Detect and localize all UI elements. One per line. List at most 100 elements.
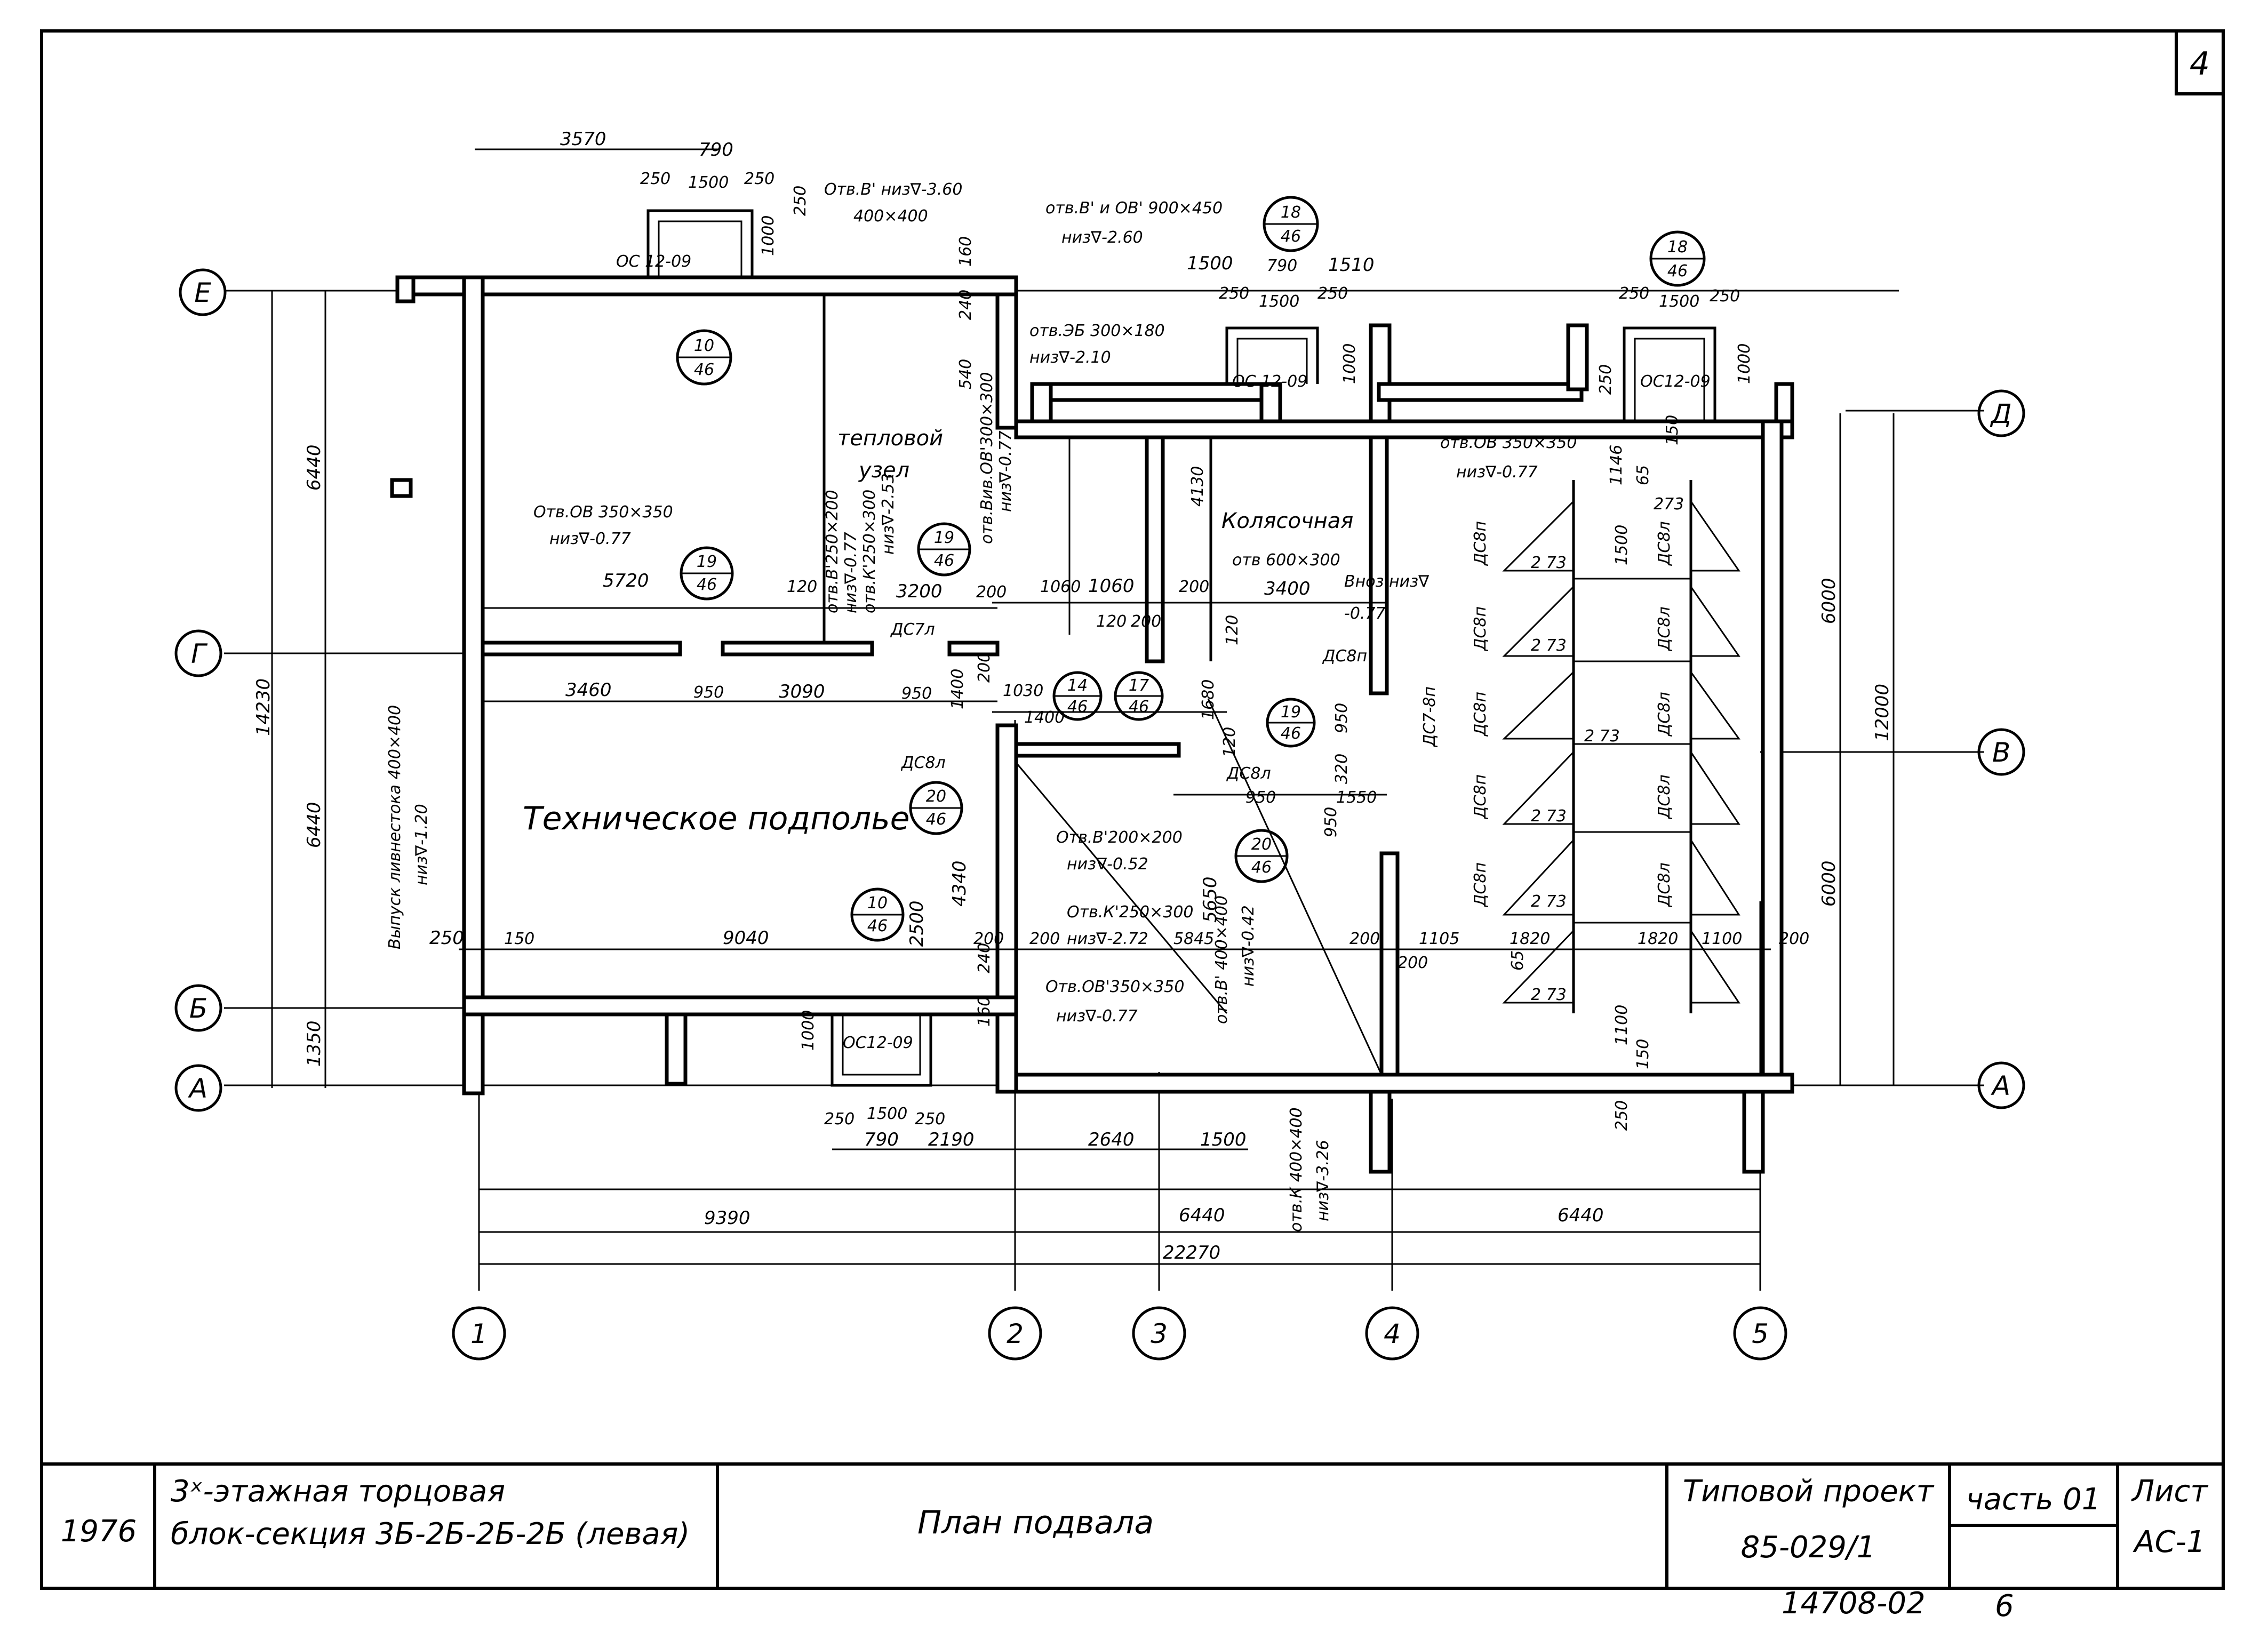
axis-col-3: 3 <box>1151 1318 1168 1349</box>
svg-text:1030: 1030 <box>1003 682 1043 700</box>
svg-text:1146: 1146 <box>1607 445 1626 485</box>
note-hole-ov350-b: низ∇-0.77 <box>1056 1007 1138 1026</box>
axis-row-G: Г <box>191 638 208 669</box>
walls <box>390 275 1794 1174</box>
axis-row-D: Д <box>1990 398 2011 429</box>
svg-text:200: 200 <box>973 930 1004 948</box>
svg-text:10: 10 <box>694 337 714 355</box>
svg-text:950: 950 <box>1245 788 1276 807</box>
callout: 14 46 <box>1052 671 1103 721</box>
svg-text:1510: 1510 <box>1328 254 1375 276</box>
svg-text:540: 540 <box>956 359 975 389</box>
note-window-3: ОС12-09 <box>1640 372 1711 391</box>
svg-text:4340: 4340 <box>949 860 970 907</box>
axis-row-E: Е <box>194 277 211 308</box>
svg-text:5720: 5720 <box>603 570 649 591</box>
note-hole-bov-b: низ∇-0.77 <box>996 430 1015 512</box>
svg-text:2190: 2190 <box>928 1129 975 1150</box>
svg-text:5845: 5845 <box>1173 930 1214 948</box>
svg-text:18: 18 <box>1281 203 1301 222</box>
axis-col-2: 2 <box>1007 1318 1024 1349</box>
note-hole-k250b-b: низ∇-2.53 <box>879 473 898 555</box>
svg-text:1820: 1820 <box>1638 930 1678 948</box>
dimension-texts: 3570 790 250 1500 250 1000 250 160 240 5… <box>253 129 1893 1263</box>
svg-text:3090: 3090 <box>779 681 825 702</box>
note-hole-600-c: -0.77 <box>1344 604 1386 623</box>
svg-text:1350: 1350 <box>304 1020 325 1067</box>
svg-text:250: 250 <box>1317 284 1348 303</box>
note-hole-b200-b: низ∇-0.52 <box>1067 855 1148 874</box>
callout: 19 46 <box>1266 698 1316 748</box>
svg-text:1000: 1000 <box>1340 343 1359 384</box>
svg-text:200: 200 <box>1779 930 1809 948</box>
svg-text:1500: 1500 <box>1187 253 1233 274</box>
svg-text:790: 790 <box>1267 257 1297 275</box>
note-hole-600: отв 600×300 <box>1232 551 1340 570</box>
svg-text:1680: 1680 <box>1199 679 1218 720</box>
tb-part-label: часть 01 <box>1966 1482 2101 1517</box>
svg-text:46: 46 <box>1129 698 1149 716</box>
svg-text:200: 200 <box>1397 954 1428 972</box>
callout: 19 46 <box>680 546 734 601</box>
svg-text:250: 250 <box>791 186 810 216</box>
svg-text:3400: 3400 <box>1264 578 1311 599</box>
svg-text:1500: 1500 <box>1200 1129 1247 1150</box>
svg-text:3460: 3460 <box>565 679 612 701</box>
svg-text:22270: 22270 <box>1163 1242 1220 1263</box>
storage-3: 2 73 <box>1584 727 1620 746</box>
svg-text:46: 46 <box>1281 724 1301 743</box>
svg-text:1550: 1550 <box>1336 788 1377 807</box>
svg-text:6440: 6440 <box>304 802 325 848</box>
storage-hatch-10: ДС8л <box>1655 862 1674 908</box>
room-heat-node-1: тепловой <box>837 426 943 451</box>
svg-text:160: 160 <box>956 236 975 267</box>
svg-text:200: 200 <box>1179 578 1209 596</box>
svg-text:4130: 4130 <box>1188 466 1207 507</box>
svg-text:10: 10 <box>867 894 888 913</box>
svg-text:46: 46 <box>1667 262 1688 281</box>
svg-text:46: 46 <box>697 575 717 594</box>
storage-2: 2 73 <box>1531 636 1567 655</box>
axis-col-1: 1 <box>470 1318 488 1349</box>
svg-text:3200: 3200 <box>896 581 943 602</box>
svg-text:120: 120 <box>1220 727 1239 757</box>
note-vypusk: Выпуск ливнестока 400×400 <box>386 705 404 949</box>
svg-text:1100: 1100 <box>1702 930 1742 948</box>
tb-sheet-label: Лист <box>2131 1474 2208 1509</box>
svg-text:2500: 2500 <box>906 900 928 947</box>
note-door-4: ДС8л <box>1226 764 1271 783</box>
note-hole-ov350: Отв.ОВ'350×350 <box>1045 978 1184 996</box>
svg-text:250: 250 <box>744 170 774 188</box>
note-hole-e1: Отв.В' низ∇-3.60 <box>824 180 962 199</box>
svg-text:9040: 9040 <box>723 927 769 949</box>
note-hole-b250: отв.В'250×200 <box>823 490 842 613</box>
callout: 17 46 <box>1114 671 1164 721</box>
axis-col-5: 5 <box>1752 1318 1769 1349</box>
svg-text:200: 200 <box>1029 930 1060 948</box>
svg-text:46: 46 <box>1067 698 1088 716</box>
room-heat-node-2: узел <box>858 458 909 483</box>
svg-text:19: 19 <box>1281 703 1301 722</box>
svg-text:65: 65 <box>1634 465 1652 485</box>
note-hole-v400-b: низ∇-0.42 <box>1239 905 1258 987</box>
svg-text:1500: 1500 <box>688 173 729 192</box>
svg-text:790: 790 <box>864 1129 899 1150</box>
storage-hatch-8: ДС8л <box>1655 692 1674 737</box>
tb-year: 1976 <box>61 1514 137 1549</box>
svg-text:46: 46 <box>926 810 946 829</box>
note-hole-k250-b: низ∇-2.72 <box>1067 930 1148 948</box>
svg-text:150: 150 <box>1663 415 1682 445</box>
storage-hatch-5: ДС8п <box>1471 862 1490 908</box>
svg-text:46: 46 <box>867 917 888 935</box>
storage-door-swings <box>1502 500 1740 1004</box>
title-block: 1976 3ˣ-этажная торцовая блок-секция 3Б-… <box>42 1462 2223 1588</box>
note-hole-600-b: Вноз низ∇ <box>1344 572 1430 591</box>
note-hole-e2: отв.В' и ОВ' 900×450 <box>1045 199 1223 218</box>
callout: 18 46 <box>1263 196 1319 252</box>
svg-text:250: 250 <box>640 170 670 188</box>
svg-text:1500: 1500 <box>1659 292 1699 311</box>
svg-text:6440: 6440 <box>1179 1205 1225 1226</box>
row-axis-bubbles: Е Д Г В Б А А <box>174 268 2025 1112</box>
